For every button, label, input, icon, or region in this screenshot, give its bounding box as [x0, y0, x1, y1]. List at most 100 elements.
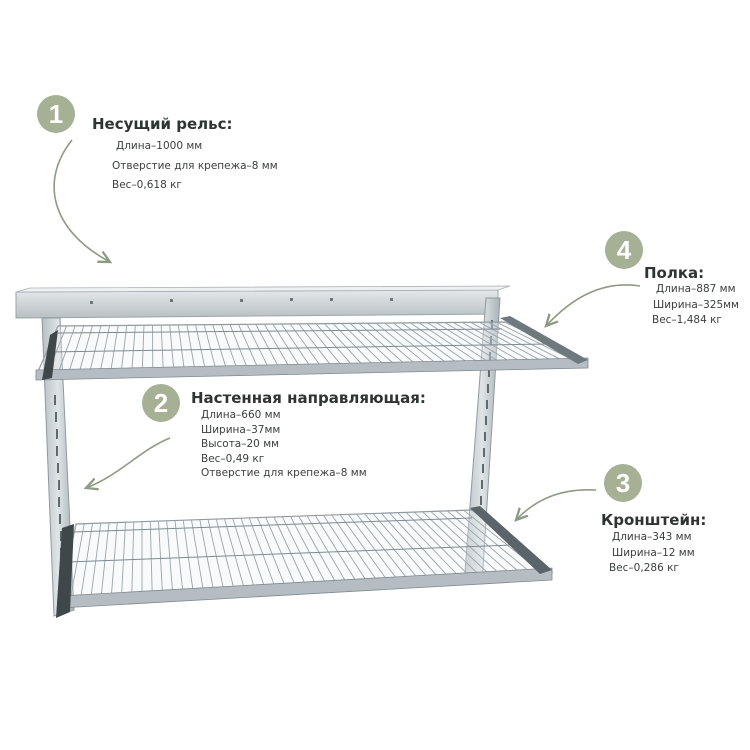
callout-specs-bracket: Длина–343 мм Ширина–12 мм Вес–0,286 кг [609, 531, 695, 574]
shelf-wire [306, 515, 348, 584]
spec-line: Длина–343 мм [612, 531, 692, 543]
callout-arrows [53, 139, 641, 520]
shelf-wire [347, 514, 399, 582]
top-rail [15, 285, 511, 319]
shelf-wire [380, 512, 440, 579]
shelf-wire [248, 517, 276, 588]
shelf-wire [281, 323, 313, 370]
shelf-wire [158, 521, 163, 595]
spec-line: Длина–1000 мм [116, 140, 203, 152]
shelf-wire [240, 518, 266, 589]
callout-title-rail: Несущий рельс: [92, 115, 233, 133]
shelf-wire [265, 517, 297, 587]
shelf-wire [255, 324, 281, 371]
shelf-wire [109, 325, 119, 375]
spec-line: Ширина–12 мм [612, 546, 695, 559]
shelf-wire [67, 325, 85, 376]
shelf-wire [149, 521, 153, 595]
spec-line: Вес–1,484 кг [652, 314, 722, 326]
lower-shelf [56, 506, 554, 618]
shelf-wire [160, 325, 164, 373]
shelf-wire [430, 511, 502, 576]
callout-number-2: 2 [142, 384, 180, 422]
shelf-wire [174, 520, 184, 594]
callout-specs-rail: Длина–1000 мм Отверстие для крепежа–8 мм… [112, 140, 278, 191]
spec-line: Вес–0,618 кг [112, 179, 182, 191]
callout-title-bracket: Кронштейн: [601, 511, 707, 529]
callout-number-4: 4 [605, 231, 643, 269]
shelf-wire [238, 324, 260, 371]
shelf-wire [232, 518, 256, 590]
shelf-wire [372, 513, 430, 580]
shelf-wire [422, 511, 491, 576]
shelf-wire [56, 325, 76, 376]
shelf-wire [120, 325, 128, 374]
spec-line: Вес–0,49 кг [201, 452, 265, 465]
shelf-wire [446, 510, 522, 575]
shelf-wire [131, 325, 136, 374]
shelf-wire [220, 324, 239, 372]
callout-specs-shelf: Длина–887 мм Ширина–325мм Вес–1,484 кг [652, 283, 739, 326]
shelf-wire [199, 519, 215, 592]
shelf-wire [257, 517, 286, 588]
arrow-2 [86, 437, 171, 488]
shelf-wire [272, 323, 302, 370]
shelf-wire [289, 323, 323, 369]
shelf-wire [273, 516, 307, 587]
arrow-4 [546, 284, 641, 326]
shelf-wire [141, 325, 145, 374]
shelf-wire [78, 325, 93, 376]
shelf-wire [438, 510, 512, 575]
spec-line: Отверстие для крепежа–8 мм [201, 467, 367, 479]
shelf-wire [405, 512, 471, 577]
upper-shelf [35, 316, 589, 381]
shelf-wire [169, 324, 175, 373]
shelf-wire [331, 514, 379, 583]
spec-line: Отверстие для крепежа–8 мм [112, 159, 278, 172]
shelf-wire [131, 521, 135, 596]
shelf-wire [455, 510, 532, 574]
shelf-wire [356, 513, 409, 581]
shelf-wire [212, 324, 228, 372]
spec-line: Ширина–325мм [653, 298, 739, 311]
shelf-wire [389, 512, 450, 579]
shelf-wire [166, 520, 174, 594]
shelf-wire [246, 324, 270, 371]
shelf-wire [224, 518, 245, 590]
callout-title-wall-guide: Настенная направляющая: [191, 389, 426, 407]
shelf-wire [229, 324, 249, 371]
shelf-wire [397, 512, 461, 578]
shelf-wire [215, 518, 235, 591]
shelf-wire [263, 323, 292, 370]
shelf-wire [186, 324, 196, 373]
spec-line: Длина–660 мм [201, 409, 281, 421]
shelf-wire [413, 511, 481, 577]
shelf-wire [298, 515, 338, 585]
arrow-1 [53, 139, 110, 262]
shelf-wire [339, 514, 389, 582]
callout-number-1: 1 [37, 95, 75, 133]
arrow-3 [516, 489, 597, 520]
spec-line: Длина–887 мм [656, 283, 736, 295]
spec-line: Ширина–37мм [201, 423, 281, 436]
shelf-wire [314, 515, 358, 584]
spec-line: Вес–0,286 кг [609, 562, 679, 574]
callout-title-shelf: Полка: [644, 264, 705, 282]
shelf-wire [99, 325, 111, 375]
shelf-wire [203, 324, 217, 372]
shelf-wire [281, 516, 317, 586]
shelf-wire [323, 515, 368, 583]
shelf-wire [298, 323, 334, 369]
shelf-wire [182, 520, 194, 593]
spec-line: Высота–20 мм [201, 438, 280, 450]
shelf-wire [88, 325, 102, 375]
callout-number-3: 3 [604, 464, 642, 502]
shelf-wire [207, 519, 225, 591]
shelf-wire [195, 324, 207, 372]
shelf-wire [191, 519, 204, 592]
callout-specs-wall-guide: Длина–660 мм Ширина–37мм Высота–20 мм Ве… [201, 410, 367, 479]
shelf-wire [177, 324, 186, 373]
shelf-wire [364, 513, 420, 580]
shelf-wire [290, 516, 327, 586]
